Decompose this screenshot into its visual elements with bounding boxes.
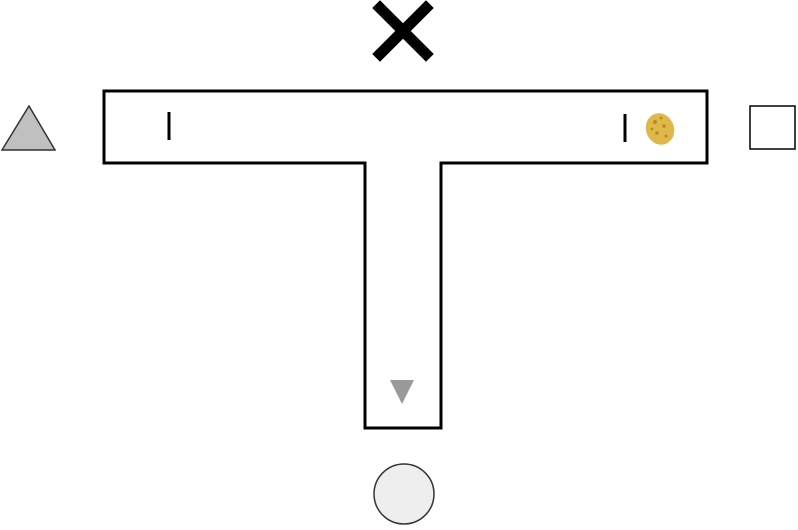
x-cross-icon — [380, 8, 426, 54]
triangle-icon — [2, 106, 55, 150]
circle-icon — [374, 464, 434, 524]
square-icon — [750, 106, 795, 149]
t-maze-outline — [104, 91, 707, 428]
